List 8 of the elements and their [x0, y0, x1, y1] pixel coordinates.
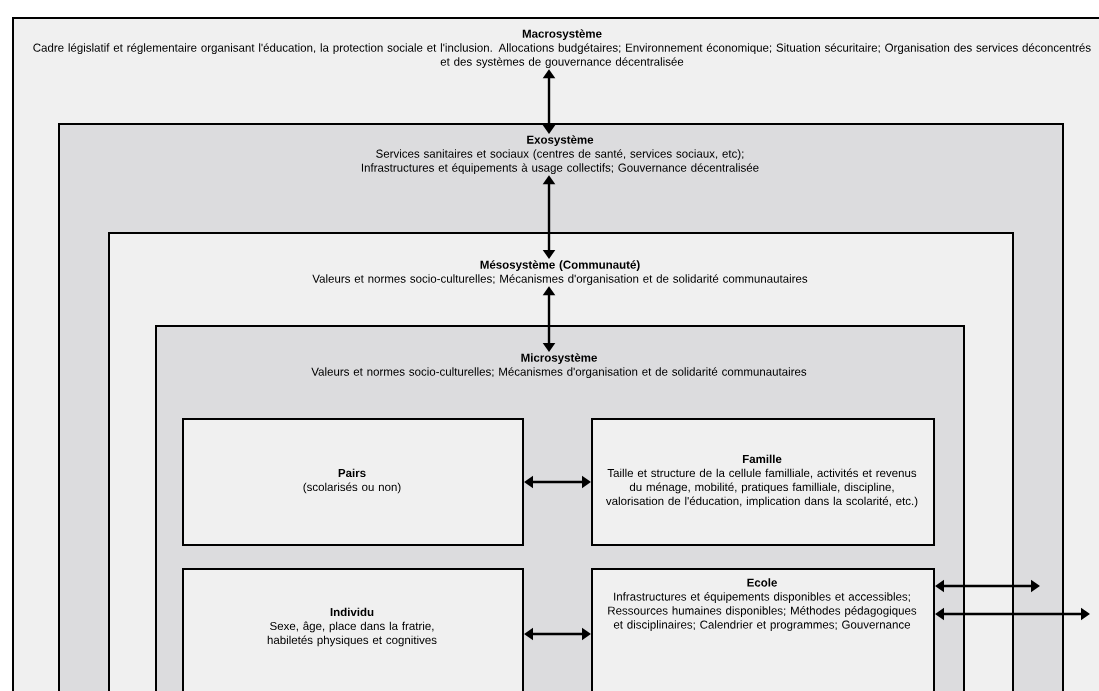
factor-box: Famille Taille et structure de la cellule familliale, activités et revenus du ménage, mobilité, pratiques familliale, discipline, valorisation de l'éducation, implication dans la scolarité, etc.) — [591, 418, 935, 546]
factor-box: Ecole Infrastructures et équipements disponibles et accessibles; Ressources humaines disponibles; Méthodes pédagogiques et disciplinaires; Calendrier et programmes; Gouvernance — [591, 568, 935, 691]
arrow — [935, 579, 1040, 593]
factor-box: Pairs (scolarisés ou non) — [182, 418, 524, 546]
factor-box: Individu Sexe, âge, place dans la fratrie, habiletés physiques et cognitives — [182, 568, 524, 691]
arrow — [935, 607, 1090, 621]
arrow — [524, 475, 591, 489]
arrow — [524, 627, 591, 641]
